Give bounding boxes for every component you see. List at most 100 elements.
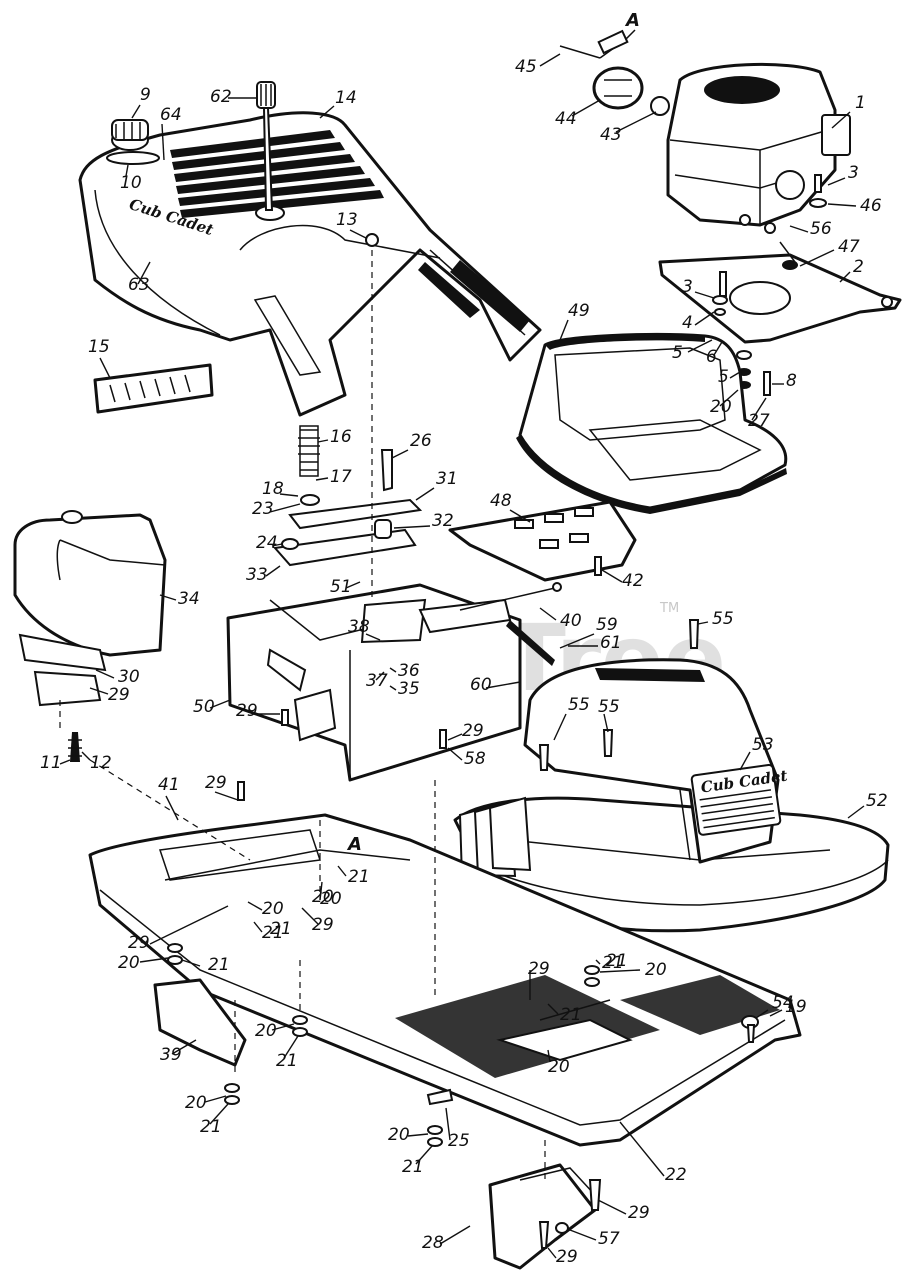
callout-leader-29 [597,1199,627,1215]
callout-45: 45 [515,57,537,77]
callout-leader-2 [839,271,851,283]
footrest-frame-part [88,813,802,1147]
seat-part [516,332,788,514]
foam-strip-part [93,363,214,414]
callout-leader-38 [365,633,381,641]
callout-leader-60 [485,681,521,689]
callout-leader-48 [509,509,531,523]
hood-clip-part [365,233,379,247]
callout-47: 47 [838,237,860,257]
callout-16: 16 [330,427,352,447]
callout-23: 23 [252,499,274,519]
callout-29: 29 [312,915,334,935]
callout-leader-21 [595,959,601,965]
callout-21: 21 [276,1051,298,1071]
callout-17: 17 [330,467,352,487]
callout-2: 2 [853,257,864,277]
callout-12: 12 [90,753,112,773]
callout-leader-16 [317,439,329,443]
rear-deflector-part [488,1163,597,1270]
callout-20: 20 [710,397,732,417]
callout-41: 41 [158,775,180,795]
callout-27: 27 [748,411,770,431]
callout-leader-21 [337,865,347,877]
callout-leader-46 [827,203,857,207]
callout-leader-20 [547,1049,551,1063]
callout-29: 29 [462,721,484,741]
callout-leader-50 [209,699,231,709]
callout-35: 35 [398,679,420,699]
callout-leader-29 [89,687,109,695]
callout-20: 20 [388,1125,410,1145]
callout-leader-18 [279,493,299,497]
seat-bracket-part [273,425,637,582]
callout-leader-42 [601,569,623,583]
left-deflector-part [153,978,247,1067]
callout-19: 19 [785,997,807,1017]
callout-21: 21 [208,955,230,975]
callout-44: 44 [555,109,577,129]
callout-leader-35 [389,685,397,691]
callout-leader-36 [389,667,397,673]
callout-leader-11 [59,759,71,765]
callout-61: 61 [600,633,622,653]
callout-leader-34 [159,594,177,601]
callout-leader-44 [571,99,601,117]
callout-leader-20 [407,1133,429,1137]
callout-leader-52 [847,805,865,819]
callout-58: 58 [464,749,486,769]
fuel-shutoff-part [68,732,82,762]
callout-leader-20 [247,901,263,911]
callout-21: 21 [402,1157,424,1177]
callout-leader-29 [214,791,239,801]
callout-3: 3 [848,163,859,183]
callout-leader-21 [253,921,263,933]
callout-34: 34 [178,589,200,609]
callout-49: 49 [568,301,590,321]
frame-hardware-part [167,556,759,1249]
callout-leader-63 [137,261,151,285]
callout-20: 20 [118,953,140,973]
callout-leader-3 [694,291,715,299]
callout-6: 6 [706,347,717,367]
engine-part [666,62,851,234]
callout-leader-20 [139,957,169,963]
callout-leader-4 [694,311,715,326]
callout-leader-20 [599,969,641,973]
callout-20: 20 [255,1021,277,1041]
callout-25: 25 [448,1131,470,1151]
callout-leader-28 [439,1225,471,1245]
callout-leader-9 [131,104,141,119]
callout-leader-59 [559,633,595,649]
callout-14: 14 [335,88,357,108]
callout-63: 63 [128,275,150,295]
callout-50: 50 [193,697,215,717]
callout-29: 29 [556,1247,578,1267]
callout-leader-5 [687,339,713,353]
callout-39: 39 [160,1045,182,1065]
callout-leader-47 [799,249,835,267]
callout-leader-31 [415,487,435,501]
callout-21: 21 [200,1117,222,1137]
callout-leader-21 [283,1035,299,1059]
callout-leader-21 [181,959,201,967]
callout-29: 29 [205,773,227,793]
callout-leader-29 [547,1247,557,1259]
callout-leader-57 [569,1229,597,1241]
callout-leader-54 [755,1009,769,1019]
callout-leader-17 [315,477,329,481]
callout-28: 28 [422,1233,444,1253]
callout-leader-26 [391,449,409,459]
callout-21: 21 [348,867,370,887]
callout-leader-53 [739,751,751,771]
callout-leader-24 [271,543,283,547]
callout-leader-41 [165,795,179,821]
callout-33: 33 [246,565,268,585]
callout-20: 20 [262,899,284,919]
watermark-trademark: TM [659,601,679,616]
callout-leader-6 [713,341,723,356]
callout-48: 48 [490,491,512,511]
callout-20: 20 [312,887,334,907]
callout-38: 38 [348,617,370,637]
